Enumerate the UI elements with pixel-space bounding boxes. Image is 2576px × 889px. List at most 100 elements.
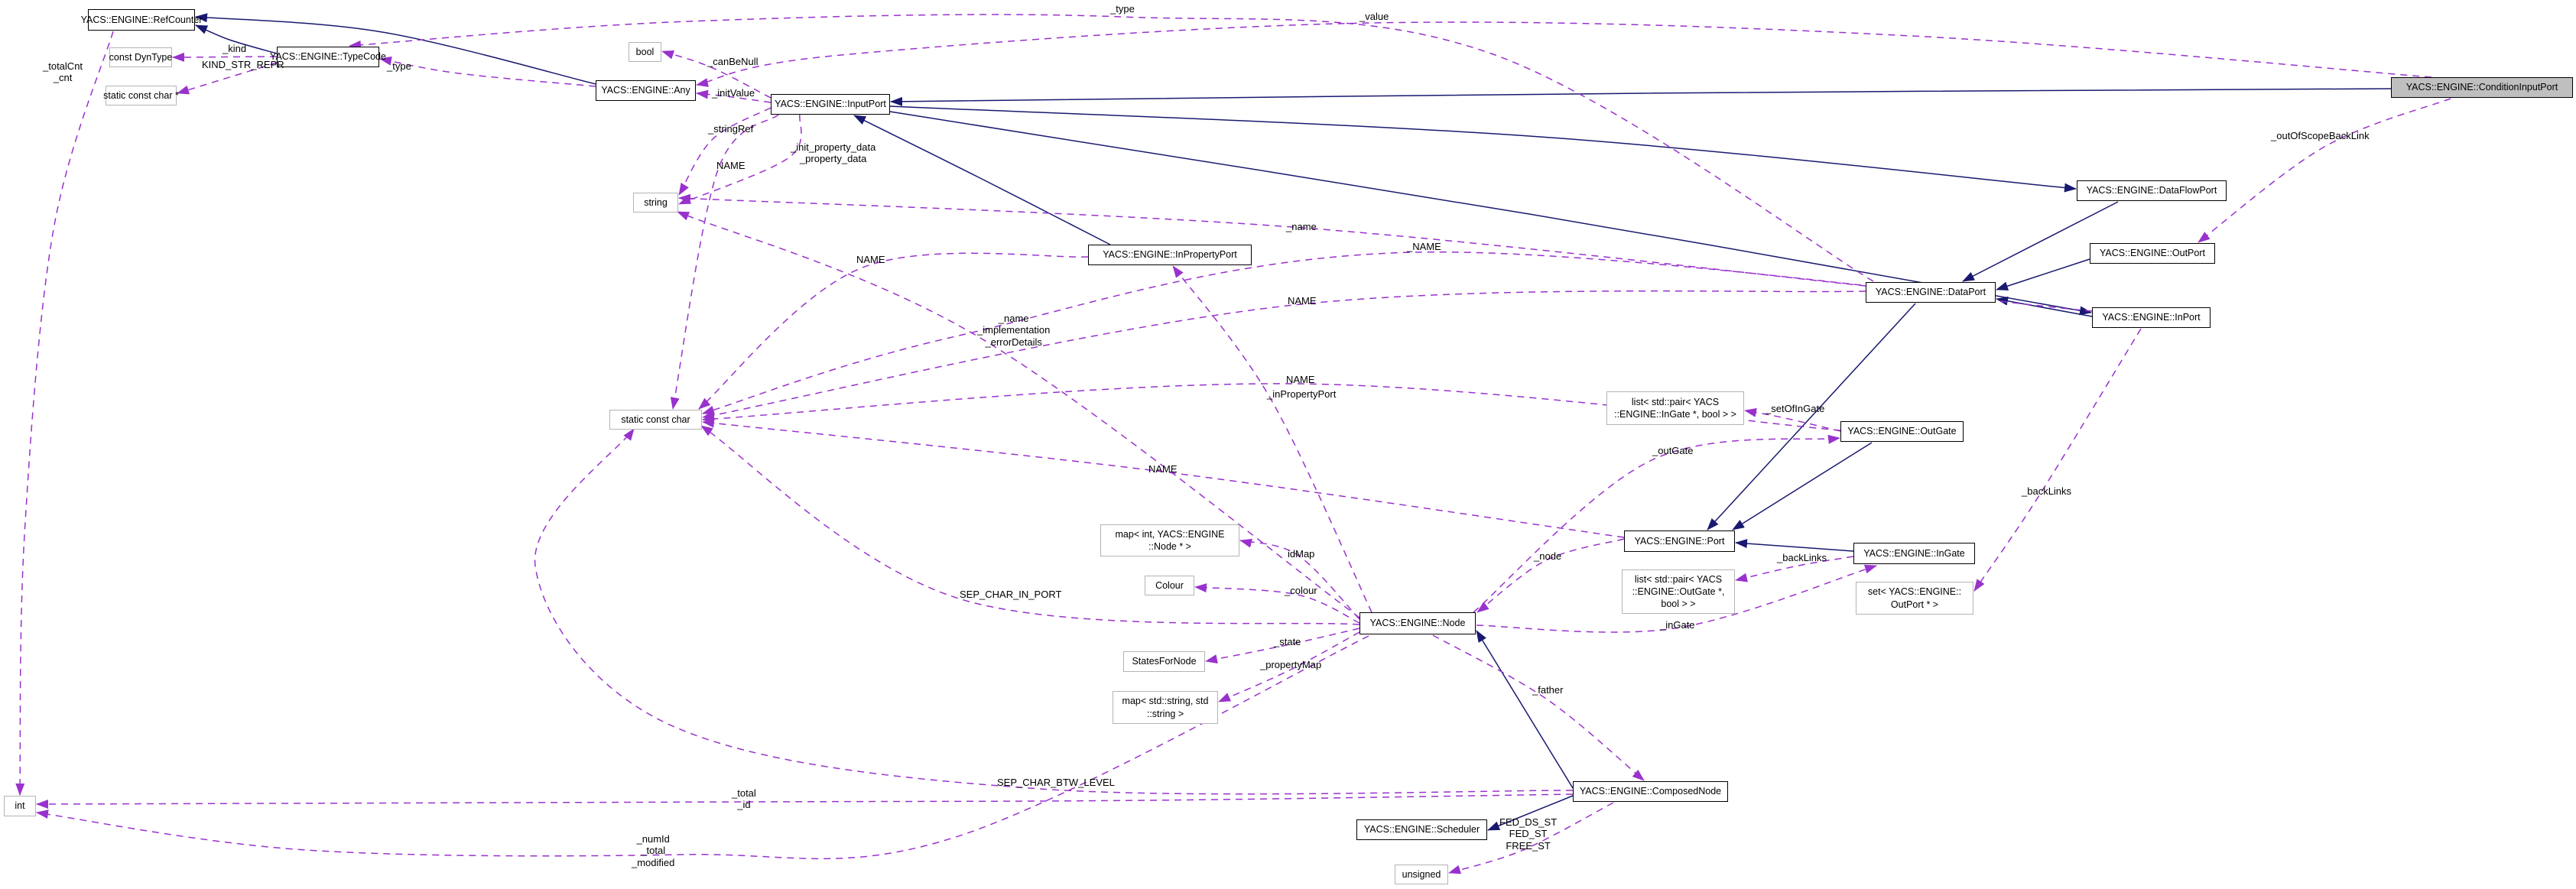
edge-inputport-dataflowport (889, 105, 2077, 193)
node-label: const DynType (109, 51, 173, 63)
edge-outgate-port (1732, 442, 1873, 530)
class-box-inport[interactable]: YACS::ENGINE::InPort (2092, 307, 2211, 328)
edge-dataflowport-dataport (1962, 201, 2119, 282)
class-box-outport[interactable]: YACS::ENGINE::OutPort (2090, 243, 2215, 264)
edge-port-node (1476, 538, 1625, 613)
node-label: ::string > (1146, 708, 1184, 719)
node-label: YACS::ENGINE::ConditionInputPort (2405, 82, 2558, 93)
edge-label-sepcharbtwlevel: SEP_CHAR_BTW_LEVEL (997, 777, 1115, 788)
node-label: YACS::ENGINE::DataPort (1875, 287, 1986, 298)
edge-label-name: _name (1286, 221, 1317, 232)
type-box-staticconstcharptr: static const char * (103, 86, 179, 105)
edge-typecode-staticconstcharptr (177, 62, 278, 95)
class-box-composednode[interactable]: YACS::ENGINE::ComposedNode (1573, 781, 1728, 802)
class-box-node[interactable]: YACS::ENGINE::Node (1359, 612, 1476, 634)
class-box-outgate[interactable]: YACS::ENGINE::OutGate (1840, 421, 1964, 442)
edge-node-statesfornode (1205, 628, 1360, 664)
edge-ingate-listoutgate (1735, 556, 1854, 582)
node-label: YACS::ENGINE::Scheduler (1363, 824, 1480, 835)
node-label: static const char * (103, 89, 179, 101)
edge-label-father: _father (1532, 684, 1564, 696)
class-box-dataflowport[interactable]: YACS::ENGINE::DataFlowPort (2077, 180, 2227, 201)
type-box-mapintnode: map< int, YACS::ENGINE::Node * > (1100, 524, 1239, 556)
node-label: bool > > (1661, 599, 1696, 610)
edge-label-setofingate: _setOfInGate (1766, 403, 1825, 414)
class-box-refcounter[interactable]: YACS::ENGINE::RefCounter (81, 9, 202, 31)
edge-label-name: NAME (1286, 374, 1315, 385)
edge-label-initpropertydata: _init_property_data_property_data (791, 141, 876, 165)
node-label: list< std::pair< YACS (1634, 573, 1723, 585)
edge-label-initvalue: _initValue (712, 87, 755, 99)
edge-label-state: _state (1274, 636, 1301, 647)
node-label: StatesForNode (1132, 656, 1197, 667)
node-label: YACS::ENGINE::OutPort (2099, 248, 2205, 259)
node-label: static const char (621, 414, 690, 425)
node-label: YACS::ENGINE::OutGate (1847, 426, 1957, 437)
edge-inport-setoutport (1973, 328, 2142, 592)
node-label: YACS::ENGINE::InPort (2102, 312, 2201, 323)
edge-label-name: NAME (1288, 295, 1317, 307)
type-box-mapstringstring: map< std::string, std::string > (1113, 691, 1218, 724)
edge-inputport-string (678, 107, 772, 196)
edge-label-name: NAME (716, 160, 746, 171)
node-label: YACS::ENGINE::Any (601, 85, 690, 96)
node-label: ::Node * > (1148, 541, 1191, 552)
node-label: YACS::ENGINE::InGate (1863, 547, 1965, 559)
node-label: YACS::ENGINE::ComposedNode (1579, 786, 1722, 797)
edge-label-total: _total_id (732, 787, 756, 811)
edge-label-type: _type (387, 60, 411, 72)
type-box-bool: bool (629, 42, 661, 62)
edge-label-name: NAME (1148, 463, 1178, 475)
edge-inpropertyport-inputport (853, 115, 1111, 245)
class-box-inpropertyport[interactable]: YACS::ENGINE::InPropertyPort (1088, 245, 1252, 265)
class-box-scheduler[interactable]: YACS::ENGINE::Scheduler (1356, 819, 1487, 840)
edge-composednode-int (36, 793, 1574, 809)
edge-inputport-string (678, 114, 802, 205)
edge-label-colour: _colour (1285, 585, 1317, 596)
node-label: YACS::ENGINE::TypeCode (270, 51, 386, 63)
node-label: YACS::ENGINE::Node (1369, 618, 1466, 629)
node-label: ::ENGINE::OutGate *, (1632, 586, 1725, 597)
edge-label-backlinks: _backLinks (2022, 485, 2072, 497)
edge-node-outgate (1473, 434, 1840, 613)
edge-dataport-port (1707, 303, 1916, 530)
edge-inport-staticconstchar (702, 251, 2093, 415)
edge-label-outgate: _outGate (1652, 445, 1694, 456)
edge-any-typecode (379, 56, 596, 87)
type-box-dyntype: const DynType (109, 47, 172, 67)
type-box-listingate: list< std::pair< YACS::ENGINE::InGate *,… (1606, 391, 1744, 425)
edge-label-inpropertyport: _inPropertyPort (1267, 388, 1337, 400)
class-box-typecode[interactable]: YACS::ENGINE::TypeCode (270, 47, 386, 67)
edge-label-ingate: _inGate (1660, 619, 1695, 631)
edge-node-string (677, 211, 1360, 618)
edge-label-kindstrrepr: KIND_STR_REPR (202, 59, 284, 70)
class-box-port[interactable]: YACS::ENGINE::Port (1624, 530, 1735, 552)
edge-dataport-string (678, 193, 1866, 287)
edge-label-backlinks: _backLinks (1777, 552, 1827, 563)
node-label: OutPort * > (1890, 599, 1939, 610)
edge-label-sepcharinport: SEP_CHAR_IN_PORT (960, 589, 1062, 600)
type-box-unsigned: unsigned (1395, 865, 1448, 884)
edge-node-composednode (1432, 634, 1645, 781)
class-box-inputport[interactable]: YACS::ENGINE::InputPort (771, 94, 890, 115)
type-box-staticconstchar: static const char (609, 410, 702, 430)
class-box-any[interactable]: YACS::ENGINE::Any (596, 80, 696, 101)
node-label: unsigned (1402, 868, 1441, 880)
class-box-ingate[interactable]: YACS::ENGINE::InGate (1853, 543, 1975, 564)
type-box-int: int (4, 796, 36, 816)
edge-refcounter-int (15, 31, 114, 796)
edge-node-mapstringstring (1218, 631, 1360, 702)
type-box-statesfornode: StatesForNode (1123, 651, 1205, 672)
node-label: YACS::ENGINE::Port (1634, 535, 1725, 547)
edge-label-stringref: _stringRef (708, 123, 754, 135)
edge-node-mapintnode (1239, 538, 1360, 620)
class-box-dataport[interactable]: YACS::ENGINE::DataPort (1866, 282, 1996, 303)
node-label: set< YACS::ENGINE:: (1867, 586, 1962, 598)
edge-label-value: _value (1359, 11, 1389, 22)
edge-any-refcounter (195, 13, 596, 85)
edge-typecode-refcounter (195, 24, 278, 54)
node-label: list< std::pair< YACS (1631, 396, 1720, 407)
edge-label-name: _NAME (1407, 241, 1441, 252)
